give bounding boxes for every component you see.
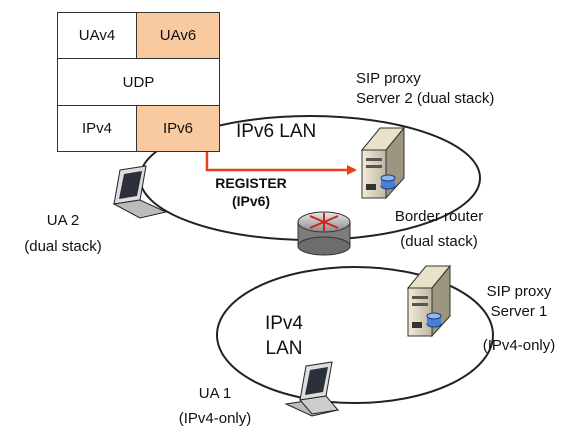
server-2-icon bbox=[360, 126, 406, 200]
border-router-label-line1: Border router bbox=[394, 208, 484, 225]
laptop-ua1-icon bbox=[284, 361, 340, 417]
ua2-label-line2: (dual stack) bbox=[24, 238, 102, 255]
sip-proxy1-label-line1: SIP proxy bbox=[486, 283, 552, 300]
ua1-label-line1: UA 1 bbox=[198, 385, 232, 402]
laptop-ua2-icon bbox=[112, 165, 168, 219]
ipv4-lan-label-line2: LAN bbox=[265, 338, 303, 359]
sip-proxy2-label-line1: SIP proxy bbox=[356, 70, 421, 87]
ipv6-lan-label: IPv6 LAN bbox=[236, 121, 317, 142]
server-1-icon bbox=[406, 264, 452, 338]
sip-proxy2-label-line2: Server 2 (dual stack) bbox=[356, 90, 495, 107]
stack-ipv6: IPv6 bbox=[136, 105, 220, 152]
stack-uav4: UAv4 bbox=[57, 12, 137, 59]
border-router-icon bbox=[297, 211, 351, 256]
ua2-label-line1: UA 2 bbox=[46, 212, 80, 229]
register-label-line2: (IPv6) bbox=[231, 193, 271, 209]
stack-uav6: UAv6 bbox=[136, 12, 220, 59]
ipv4-lan-label-line1: IPv4 bbox=[264, 313, 304, 334]
stack-ipv4: IPv4 bbox=[57, 105, 137, 152]
ipv4-lan-ring bbox=[216, 266, 494, 404]
sip-proxy1-label-line3: (IPv4-only) bbox=[482, 337, 556, 354]
sip-proxy1-label-line2: Server 1 bbox=[490, 303, 548, 320]
stack-udp: UDP bbox=[57, 58, 220, 106]
register-arrow bbox=[205, 50, 357, 175]
border-router-label-line2: (dual stack) bbox=[400, 233, 478, 250]
ua1-label-line2: (IPv4-only) bbox=[178, 410, 252, 427]
register-label-line1: REGISTER bbox=[215, 175, 287, 191]
